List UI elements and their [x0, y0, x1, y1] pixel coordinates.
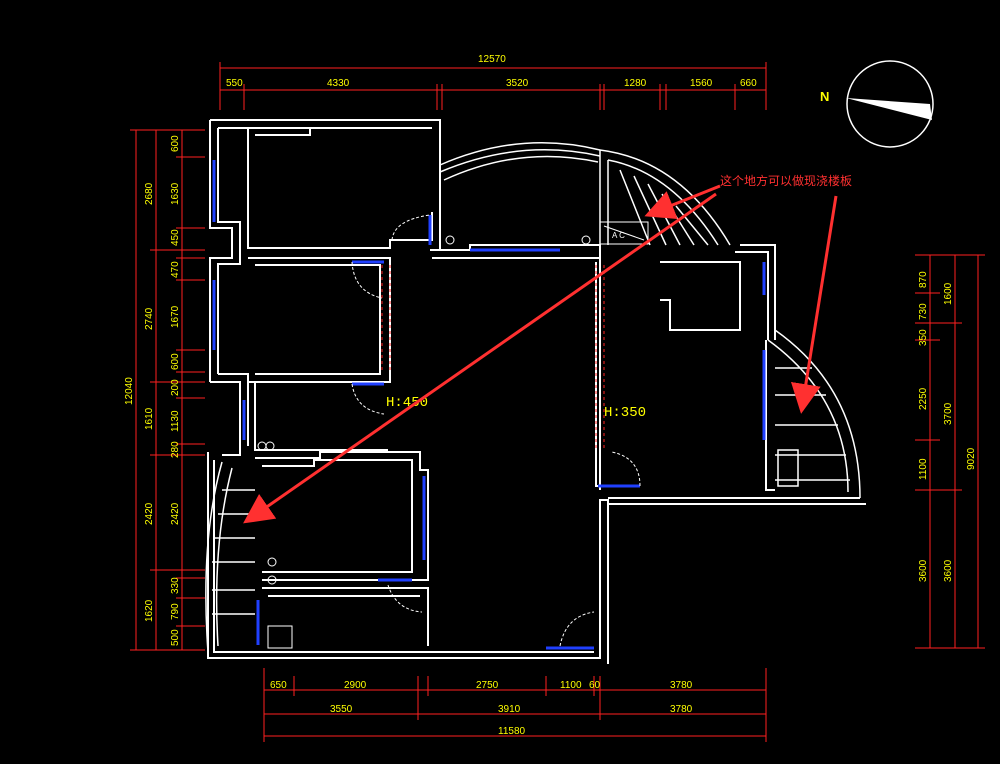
- dim-bottom-r2-2: 3910: [498, 704, 521, 715]
- top-dimension-chain: [219, 62, 767, 110]
- right-balcony: [767, 329, 861, 499]
- dim-left-group-3: 1610: [144, 407, 155, 430]
- door-swings: [351, 214, 641, 647]
- dim-left-inner-5: 1670: [170, 305, 181, 328]
- dim-top-seg-6: 660: [740, 78, 757, 89]
- right-dimension-chain: [915, 254, 985, 649]
- top-balcony: [439, 142, 731, 246]
- dim-right-outer: 9020: [966, 447, 977, 470]
- dim-right-group-3: 3600: [943, 559, 954, 582]
- dim-left-inner-4: 470: [170, 261, 181, 278]
- dim-left-inner-7: 200: [170, 379, 181, 396]
- dim-top-total: 12570: [478, 54, 506, 65]
- height-label-left: H:450: [386, 395, 428, 411]
- dim-left-inner-3: 450: [170, 229, 181, 246]
- dim-left-inner-8: 1130: [170, 410, 181, 432]
- dim-left-inner-11: 330: [170, 577, 181, 594]
- annotation-arrows: [243, 184, 838, 524]
- dim-bottom-r1-5: 60: [589, 680, 601, 691]
- left-dimension-chain: [130, 129, 205, 651]
- dim-bottom-r2-3: 3780: [670, 704, 693, 715]
- dim-left-inner-1: 600: [170, 135, 181, 152]
- dim-left-inner-13: 500: [170, 629, 181, 646]
- dim-right-inner-4: 2250: [918, 387, 929, 410]
- dim-right-inner-6: 3600: [918, 559, 929, 582]
- door-openings: [381, 265, 605, 450]
- dim-left-inner-6: 600: [170, 353, 181, 370]
- plumbing-fixtures: [257, 235, 591, 649]
- dim-bottom-r2-1: 3550: [330, 704, 353, 715]
- bottom-dimension-chain: [263, 668, 767, 742]
- dim-top-seg-5: 1560: [690, 78, 713, 89]
- dim-left-inner-2: 1630: [170, 182, 181, 205]
- dim-bottom-r1-4: 1100: [560, 680, 582, 691]
- dim-left-inner-10: 2420: [170, 502, 181, 525]
- dim-right-inner-3: 350: [918, 329, 929, 346]
- windows: [212, 160, 766, 650]
- dim-left-group-1: 2680: [144, 182, 155, 205]
- compass-north-label: N: [820, 89, 829, 104]
- north-arrow-compass: [846, 60, 934, 148]
- interior-walls: [247, 128, 775, 646]
- dim-right-inner-2: 730: [918, 303, 929, 320]
- dim-right-group-1: 1600: [943, 282, 954, 305]
- dim-bottom-r1-1: 650: [270, 680, 287, 691]
- dim-bottom-r1-3: 2750: [476, 680, 499, 691]
- dim-top-seg-2: 4330: [327, 78, 350, 89]
- dim-top-seg-1: 550: [226, 78, 243, 89]
- height-label-right: H:350: [604, 405, 646, 421]
- dim-left-inner-9: 280: [170, 441, 181, 458]
- dim-bottom-r1-2: 2900: [344, 680, 367, 691]
- dim-left-group-5: 1620: [144, 599, 155, 622]
- annotation-text: 这个地方可以做现浇楼板: [720, 173, 852, 188]
- exterior-walls: [207, 119, 866, 664]
- dim-bottom-r1-6: 3780: [670, 680, 693, 691]
- dim-right-inner-1: 870: [918, 271, 929, 288]
- dim-left-inner-12: 790: [170, 603, 181, 620]
- dim-right-group-2: 3700: [943, 402, 954, 425]
- dim-bottom-total: 11580: [498, 726, 526, 737]
- ac-unit-top: [599, 221, 649, 245]
- ac-top-letters: A C: [612, 231, 625, 240]
- dim-right-inner-5: 1100: [918, 458, 929, 480]
- dim-left-group-4: 2420: [144, 502, 155, 525]
- dim-top-seg-4: 1280: [624, 78, 647, 89]
- dim-left-outer: 12040: [124, 377, 135, 405]
- dim-left-group-2: 2740: [144, 307, 155, 330]
- dim-top-seg-3: 3520: [506, 78, 529, 89]
